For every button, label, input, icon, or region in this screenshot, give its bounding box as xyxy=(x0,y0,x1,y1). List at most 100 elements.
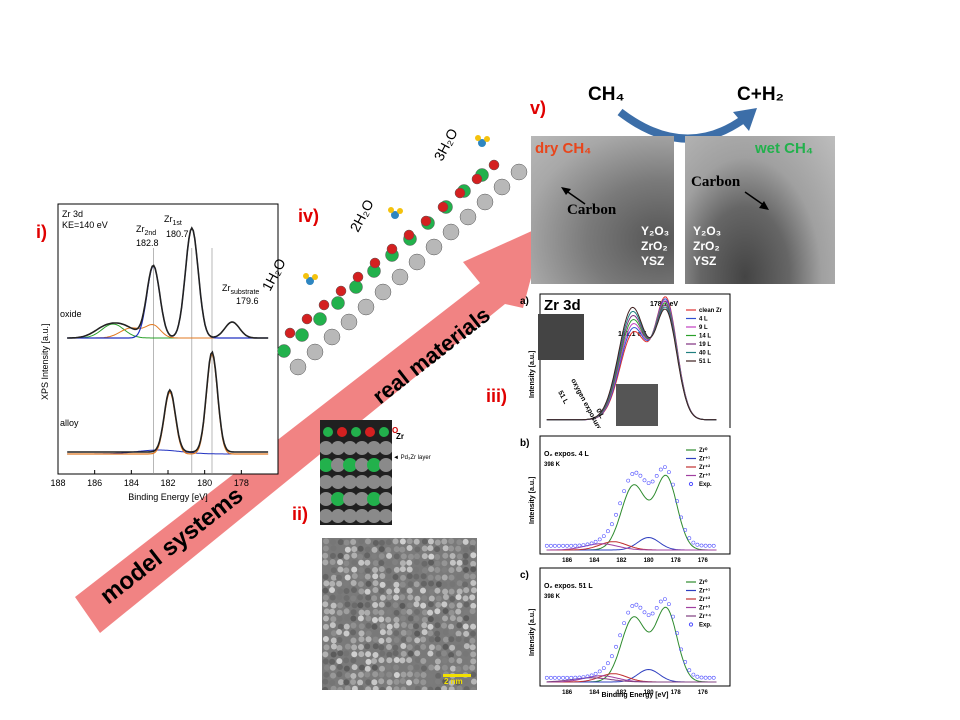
stm-spot xyxy=(442,636,449,643)
panel-iiia-title: Zr 3d xyxy=(544,297,581,314)
stm-spot xyxy=(449,581,456,588)
stm-spot xyxy=(428,553,435,560)
stm-spot xyxy=(386,629,393,636)
stm-spot xyxy=(350,595,357,602)
exp-point xyxy=(557,543,561,548)
stm-spot xyxy=(322,615,329,622)
stm-spot xyxy=(337,602,344,609)
peak-value-zr1st: 180.7 xyxy=(166,229,189,239)
oxide-spectrum xyxy=(67,226,269,339)
stm-spot xyxy=(455,630,462,637)
atom xyxy=(343,492,357,506)
stm-spot xyxy=(400,615,407,622)
stm-spot xyxy=(455,566,462,573)
stm-spot xyxy=(455,665,462,672)
stm-spot xyxy=(448,588,455,595)
atom xyxy=(295,328,309,342)
stm-spot xyxy=(442,643,449,650)
stm-spot xyxy=(455,608,462,615)
label-ii: ii) xyxy=(292,504,308,524)
stm-spot xyxy=(393,630,400,637)
atom xyxy=(355,475,369,489)
stm-spot xyxy=(470,602,477,609)
atom xyxy=(459,208,477,226)
stm-spot xyxy=(385,601,392,608)
panel-ii-atom-o: O xyxy=(392,426,399,435)
legend-label: Zr⁺⁴ xyxy=(699,613,711,620)
atom xyxy=(331,492,345,506)
stm-spot xyxy=(322,686,329,690)
chart-panel-iii-a: a) Zr 3d 181.1 eV 178.7 eV clean Zr4 L9 … xyxy=(520,293,731,428)
stm-spot xyxy=(357,602,364,609)
stm-spot xyxy=(462,559,469,566)
stm-spot xyxy=(323,664,330,671)
stm-spot xyxy=(329,679,336,686)
exp-point xyxy=(699,543,704,548)
exp-point xyxy=(626,610,631,615)
stm-spot xyxy=(393,546,400,553)
exp-point xyxy=(671,482,675,487)
stm-spot xyxy=(427,545,434,552)
stm-spot xyxy=(344,672,351,679)
x-tick-label: 182 xyxy=(616,690,627,696)
stm-spot xyxy=(386,552,393,559)
stm-spot xyxy=(448,636,455,643)
stm-spot xyxy=(372,587,379,594)
stm-spot xyxy=(427,574,434,581)
legend-label: 40 L xyxy=(699,351,711,357)
panel-i-title: Zr 3d xyxy=(62,209,83,219)
atom xyxy=(454,187,466,199)
stm-spot xyxy=(364,609,371,616)
stm-spot xyxy=(364,671,371,678)
atom xyxy=(437,201,449,213)
stm-spot xyxy=(385,580,392,587)
atom xyxy=(367,458,381,472)
stm-spot xyxy=(337,679,344,686)
stm-spot xyxy=(456,622,463,629)
stm-spot xyxy=(400,643,407,650)
exp-point xyxy=(610,654,614,659)
stm-spot xyxy=(393,587,400,594)
stm-spot xyxy=(463,686,470,690)
stm-spot xyxy=(470,623,477,630)
exp-point xyxy=(646,481,651,486)
stm-spot xyxy=(344,615,351,622)
tem-wet-supports: Y₂O₃ ZrO₂ YSZ xyxy=(693,224,722,268)
stm-spot xyxy=(372,630,379,637)
tem-wet-carbon-label: Carbon xyxy=(691,174,741,190)
atom xyxy=(355,458,369,472)
reaction-arrow xyxy=(617,108,757,143)
stm-spot xyxy=(365,636,372,643)
exp-point xyxy=(549,675,553,680)
exp-point xyxy=(544,675,549,680)
stm-spot xyxy=(441,574,448,581)
stm-spot xyxy=(378,678,385,685)
stm-spot xyxy=(330,574,337,581)
atom xyxy=(367,509,381,523)
stm-spot xyxy=(364,552,371,559)
panel-iiic-xlabel: Binding Energy [eV] xyxy=(602,692,669,699)
stm-spot xyxy=(406,573,413,580)
stm-spot xyxy=(400,686,407,690)
stm-spot xyxy=(449,595,456,602)
stm-spot xyxy=(449,665,456,672)
stm-spot xyxy=(364,559,371,566)
exp-point xyxy=(581,675,586,680)
exp-point xyxy=(703,675,708,680)
stm-spot xyxy=(434,546,441,553)
stm-spot xyxy=(470,658,477,665)
tem-dry-supports: Y₂O₃ ZrO₂ YSZ xyxy=(641,224,670,268)
atom xyxy=(319,458,333,472)
stm-spot xyxy=(470,566,477,573)
stm-spot xyxy=(421,686,428,690)
stm-spot xyxy=(463,643,470,650)
stm-spot xyxy=(441,601,448,608)
stm-spot xyxy=(442,678,449,685)
stm-spot xyxy=(336,671,343,678)
exp-point xyxy=(707,543,712,548)
stm-spot xyxy=(372,567,379,574)
atom xyxy=(369,257,381,269)
atom xyxy=(367,441,381,455)
stm-spot xyxy=(421,553,428,560)
